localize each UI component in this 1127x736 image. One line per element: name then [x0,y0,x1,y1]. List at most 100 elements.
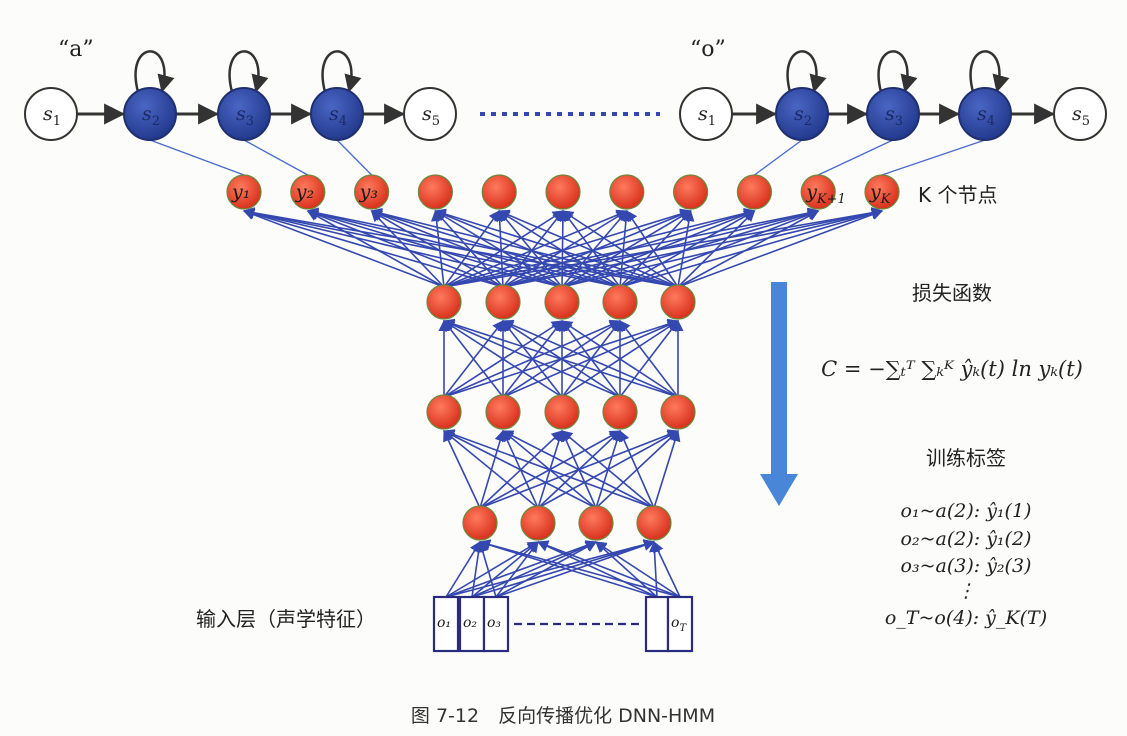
hidden1-node [602,284,638,320]
edge-input-hidden [536,540,681,598]
hmm-o-state-1 [679,87,733,141]
network-edges [242,207,884,598]
hidden3-node [636,505,672,541]
edge-layer-1 [677,209,695,288]
edge-layer-1 [443,210,500,288]
hidden3-node [578,505,614,541]
edge-input-hidden [536,541,658,598]
hmm-a-state-2 [123,87,177,141]
edge-layer-1 [498,209,679,288]
edge-layer-3 [443,430,597,509]
hmm-a-state-4 [310,87,364,141]
training-label-line: o₃~a(3): ŷ₂(3) [901,555,1032,577]
edge-input-hidden [595,541,681,598]
edge-layer-1 [434,210,563,288]
output-node [417,174,453,210]
output-node [545,174,581,210]
edge-layer-3 [561,430,655,509]
edge-input-hidden [445,539,656,598]
input-frame-label: o₁ [437,615,451,631]
output-node [864,174,900,210]
edge-layer-1 [562,210,621,288]
edge-layer-1 [242,209,445,288]
edge-layer-1 [502,210,628,288]
edge-layer-1 [242,207,679,288]
hidden2-node [426,394,462,430]
edge-input-hidden [477,540,497,598]
hidden2-node [485,394,521,430]
edge-layer-1 [443,209,628,288]
edge-layer-1 [561,210,692,288]
edge-input-hidden [653,540,681,598]
output-node [736,174,773,210]
edge-layer-1 [619,210,756,288]
training-label-line: ⋮ [957,580,976,602]
input-frame-label: o₂ [463,615,477,631]
edge-layer-1 [434,208,679,288]
hmm-a-state-5 [403,87,457,141]
figure-caption: 图 7-12 反向传播优化 DNN-HMM [411,705,715,727]
hmm-a-state-3 [217,87,271,141]
edge-layer-1 [502,208,756,288]
state-output-link [149,139,245,176]
word-label-a: “a” [58,37,94,62]
labels-title: 训练标签 [926,446,1006,470]
edge-layer-1 [242,207,621,288]
word-label-o: “o” [690,37,726,62]
edge-input-hidden [478,539,681,598]
edge-layer-1 [434,210,504,288]
edge-layer-1 [677,210,756,288]
edge-layer-1 [619,208,884,288]
output-node [481,174,517,210]
edge-layer-1 [619,210,692,288]
edge-layer-1 [619,209,820,288]
edge-layer-2 [442,318,679,398]
edge-input-hidden [445,541,539,598]
output-node [226,174,262,210]
edge-layer-3 [653,429,681,509]
hmm-o-self-loop [969,50,1010,93]
output-node [354,174,390,210]
output-count-label: K 个节点 [918,183,997,207]
hmm-o-state-3 [866,87,920,141]
edge-layer-1 [619,209,632,288]
edge-layer-1 [370,207,679,288]
edge-layer-1 [562,210,679,288]
input-frame [482,595,510,653]
hmm-o-state-5 [1053,87,1107,141]
hidden1-node [426,284,462,320]
hmm-o-self-loop [877,50,918,93]
hidden2-node [544,394,580,430]
input-frame-label: o₃ [487,615,501,631]
hidden2-node [660,394,696,430]
output-node [290,174,326,210]
input-frame [432,595,460,653]
edge-input-hidden [495,541,539,598]
hmm-o-state-2 [775,87,829,141]
training-label-line: o₂~a(2): ŷ₁(2) [901,528,1032,550]
state-output-link [243,139,309,176]
edge-layer-1 [557,209,569,288]
edge-layer-3 [618,429,655,509]
edge-layer-2 [443,320,563,398]
hmm-o-state-4 [958,87,1012,141]
edge-layer-1 [443,207,756,288]
training-label-list: o₁~a(2): ŷ₁(1) o₂~a(2): ŷ₁(2) o₃~a(3): ŷ₂(… [885,500,1047,629]
output-node [800,174,836,210]
edge-layer-1 [677,209,884,288]
output-node-label: y₁ [231,181,250,203]
hidden1-node [485,284,521,320]
edge-layer-1 [370,210,445,288]
edge-layer-1 [498,210,621,288]
training-label-line: o₁~a(2): ŷ₁(1) [901,500,1032,522]
output-node [672,174,709,210]
output-node-label: y₂ [295,181,314,203]
edge-layer-2 [442,319,621,398]
hidden1-node [660,284,696,320]
edge-layer-1 [677,210,820,288]
output-node [609,174,645,210]
input-layer-label: 输入层（声学特征） [196,607,376,631]
edge-layer-1 [502,210,564,288]
